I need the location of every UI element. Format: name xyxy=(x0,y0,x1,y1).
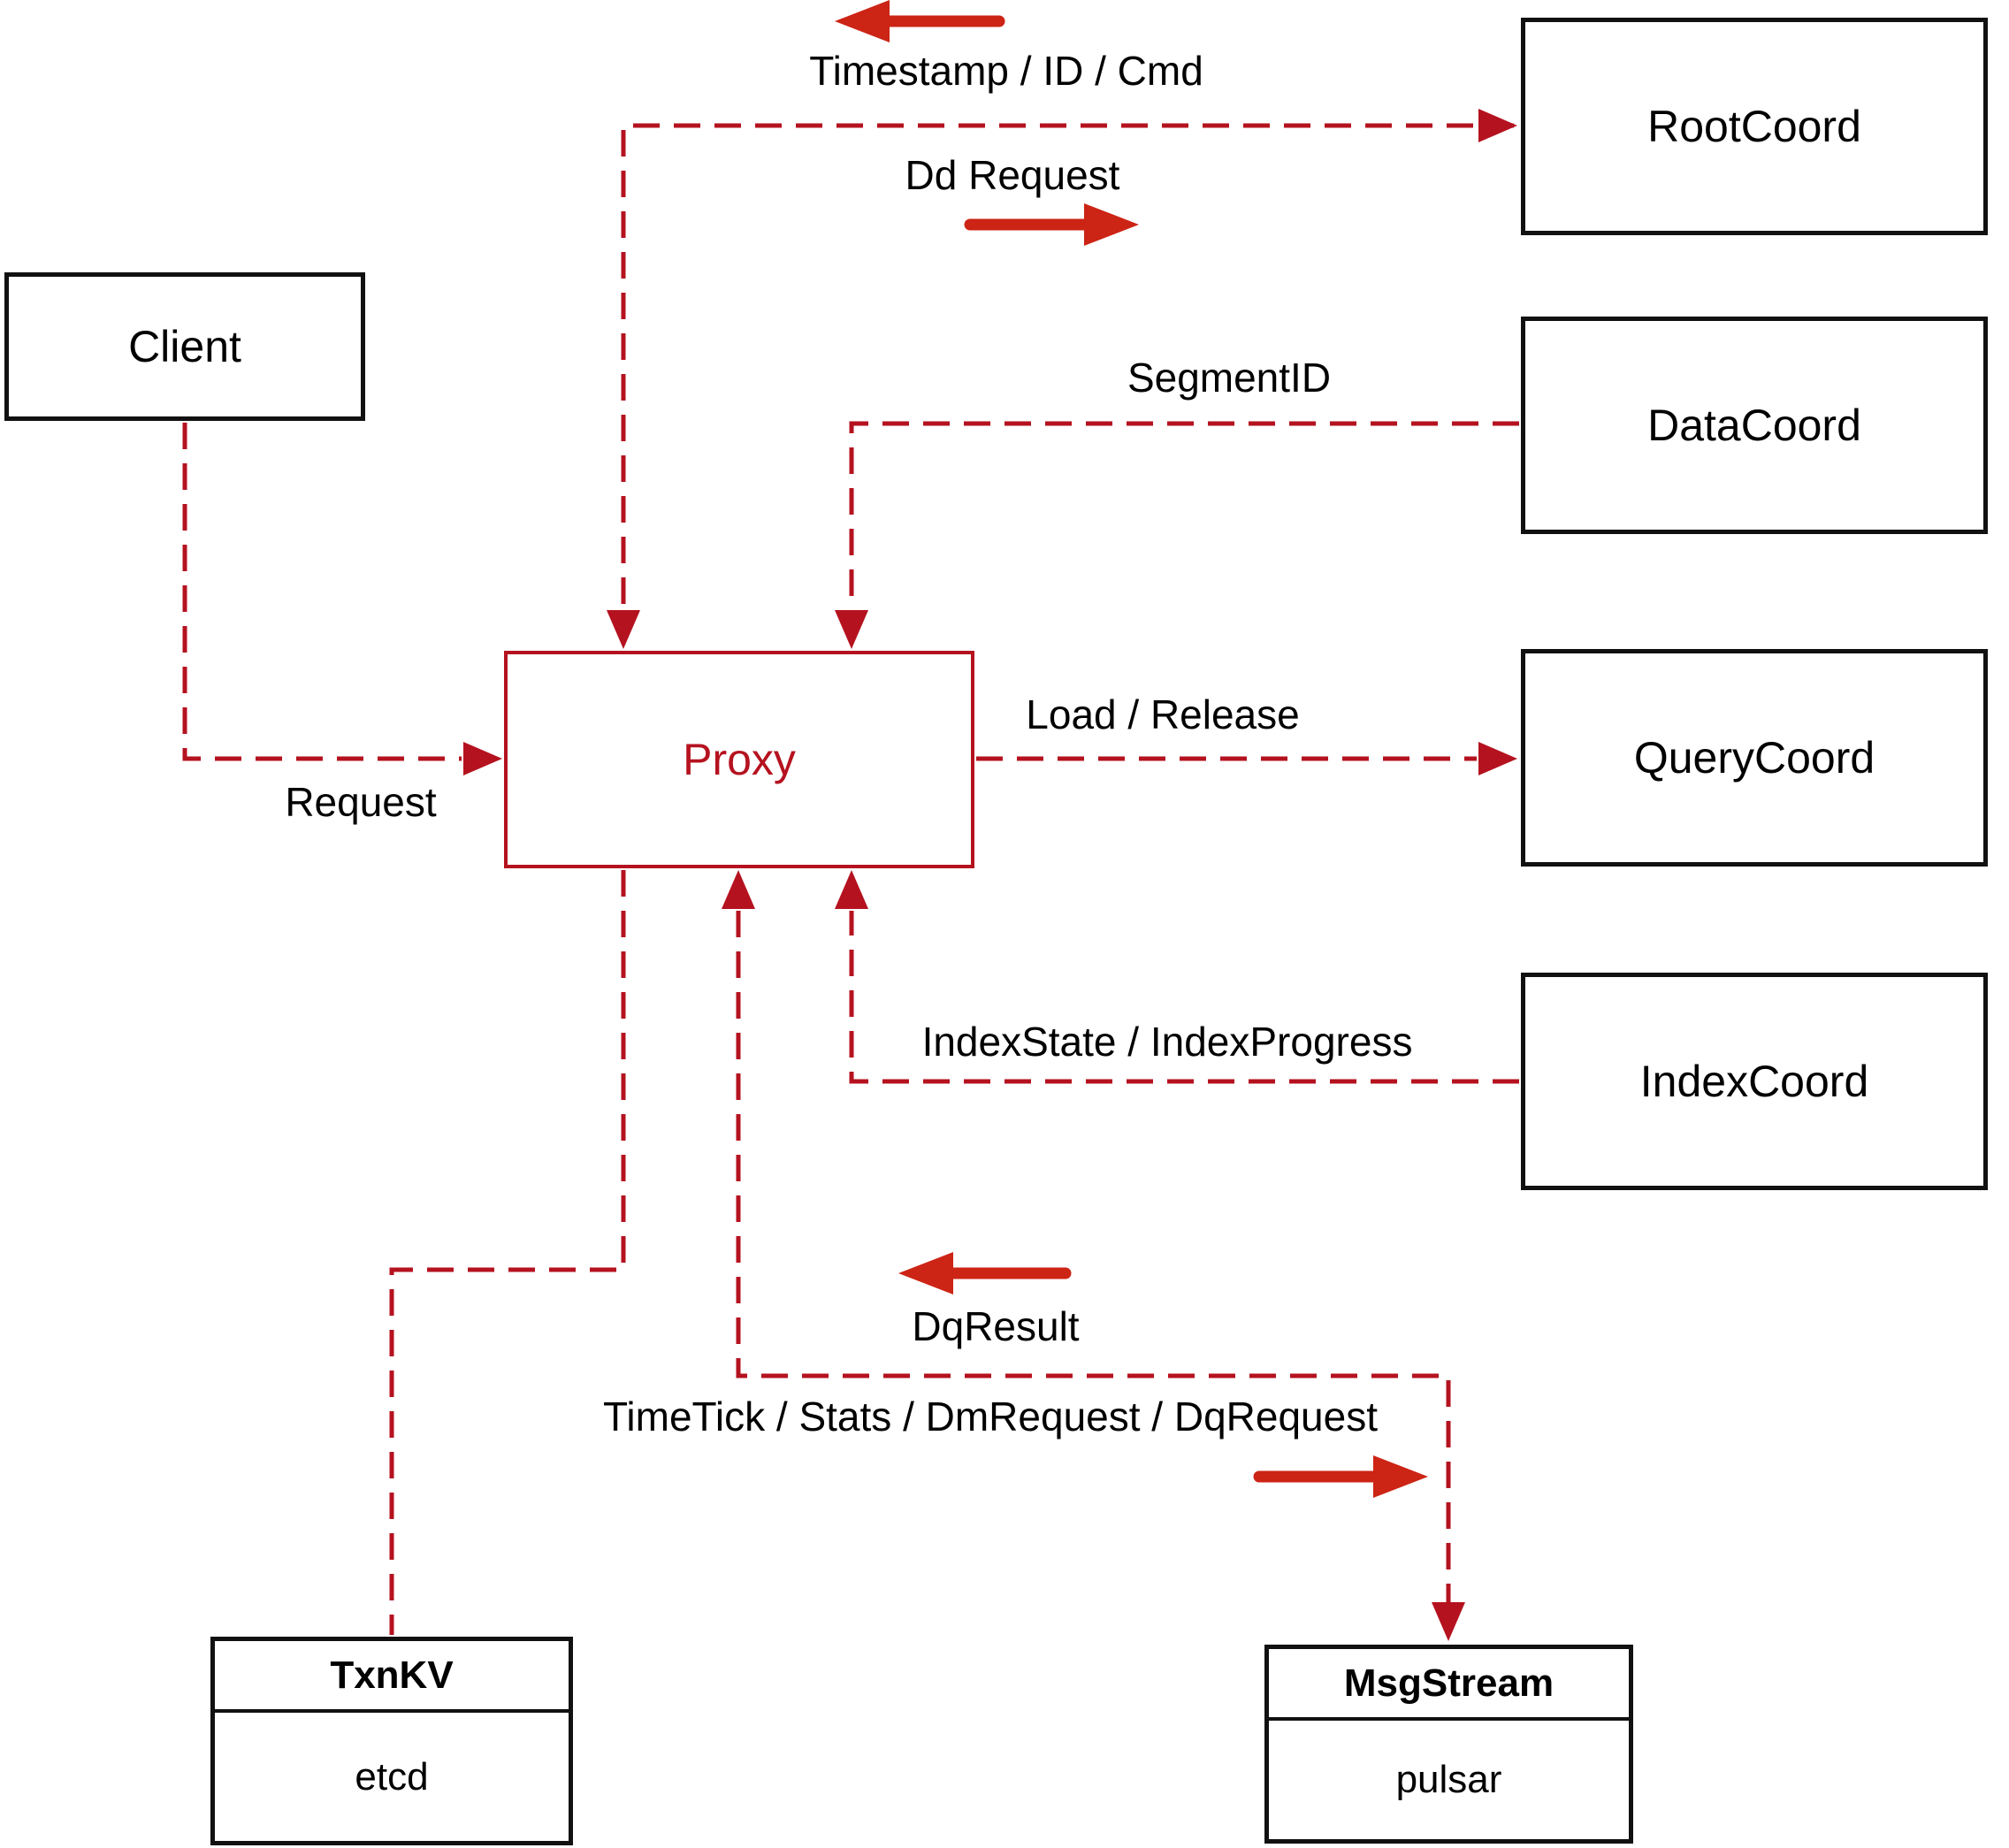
node-querycoord-label: QueryCoord xyxy=(1633,733,1875,783)
edge-proxy-rootcoord xyxy=(621,123,1514,612)
dd-request-direction-arrow-icon xyxy=(964,203,1139,246)
timetick-direction-arrow-icon xyxy=(1253,1455,1428,1498)
arrowhead-into-querycoord-icon xyxy=(1478,742,1517,775)
node-client-label: Client xyxy=(128,322,241,371)
node-indexcoord-label: IndexCoord xyxy=(1639,1057,1869,1106)
arrowhead-into-proxy-left-icon xyxy=(463,742,502,775)
edge-label-dq-result: DqResult xyxy=(912,1303,1080,1349)
edge-label-timetick: TimeTick / Stats / DmRequest / DqRequest xyxy=(603,1394,1378,1439)
node-rootcoord-label: RootCoord xyxy=(1647,102,1861,151)
arrowhead-into-proxy-bottom-mid-icon xyxy=(722,870,755,909)
edge-label-segment-id: SegmentID xyxy=(1127,355,1332,401)
node-querycoord: QueryCoord xyxy=(1521,649,1988,867)
arrowhead-into-rootcoord-icon xyxy=(1478,109,1517,142)
timestamp-direction-arrow-icon xyxy=(835,0,1005,42)
node-msgstream: MsgStream pulsar xyxy=(1264,1645,1633,1844)
node-datacoord: DataCoord xyxy=(1521,317,1988,534)
node-proxy: Proxy xyxy=(504,651,974,868)
node-client: Client xyxy=(4,272,365,421)
edge-datacoord-proxy xyxy=(849,421,1519,612)
node-msgstream-subtitle: pulsar xyxy=(1395,1758,1502,1801)
edge-client-proxy xyxy=(182,423,462,761)
edge-label-timestamp: Timestamp / ID / Cmd xyxy=(809,48,1203,94)
arrowhead-into-proxy-bottom-right-icon xyxy=(835,870,868,909)
node-datacoord-label: DataCoord xyxy=(1647,401,1861,450)
node-txnkv: TxnKV etcd xyxy=(210,1637,573,1845)
edge-indexcoord-proxy xyxy=(849,911,1519,1084)
node-txnkv-title: TxnKV xyxy=(215,1641,569,1713)
edge-label-index-state: IndexState / IndexProgress xyxy=(921,1019,1413,1065)
node-proxy-label: Proxy xyxy=(683,735,796,784)
node-msgstream-title: MsgStream xyxy=(1269,1649,1629,1721)
edge-proxy-msgstream xyxy=(736,911,1451,1602)
node-txnkv-subtitle: etcd xyxy=(355,1754,429,1798)
edge-label-request: Request xyxy=(285,779,437,825)
arrowhead-into-msgstream-icon xyxy=(1432,1602,1465,1641)
node-rootcoord: RootCoord xyxy=(1521,18,1988,235)
edge-label-dd-request: Dd Request xyxy=(905,152,1120,198)
arrowhead-into-proxy-top-right-icon xyxy=(835,610,868,649)
edge-label-load-release: Load / Release xyxy=(1026,691,1300,737)
arrowhead-into-proxy-top-left-icon xyxy=(607,610,640,649)
node-indexcoord: IndexCoord xyxy=(1521,973,1988,1190)
edge-proxy-txnkv xyxy=(389,870,626,1635)
dq-result-direction-arrow-icon xyxy=(898,1252,1072,1294)
